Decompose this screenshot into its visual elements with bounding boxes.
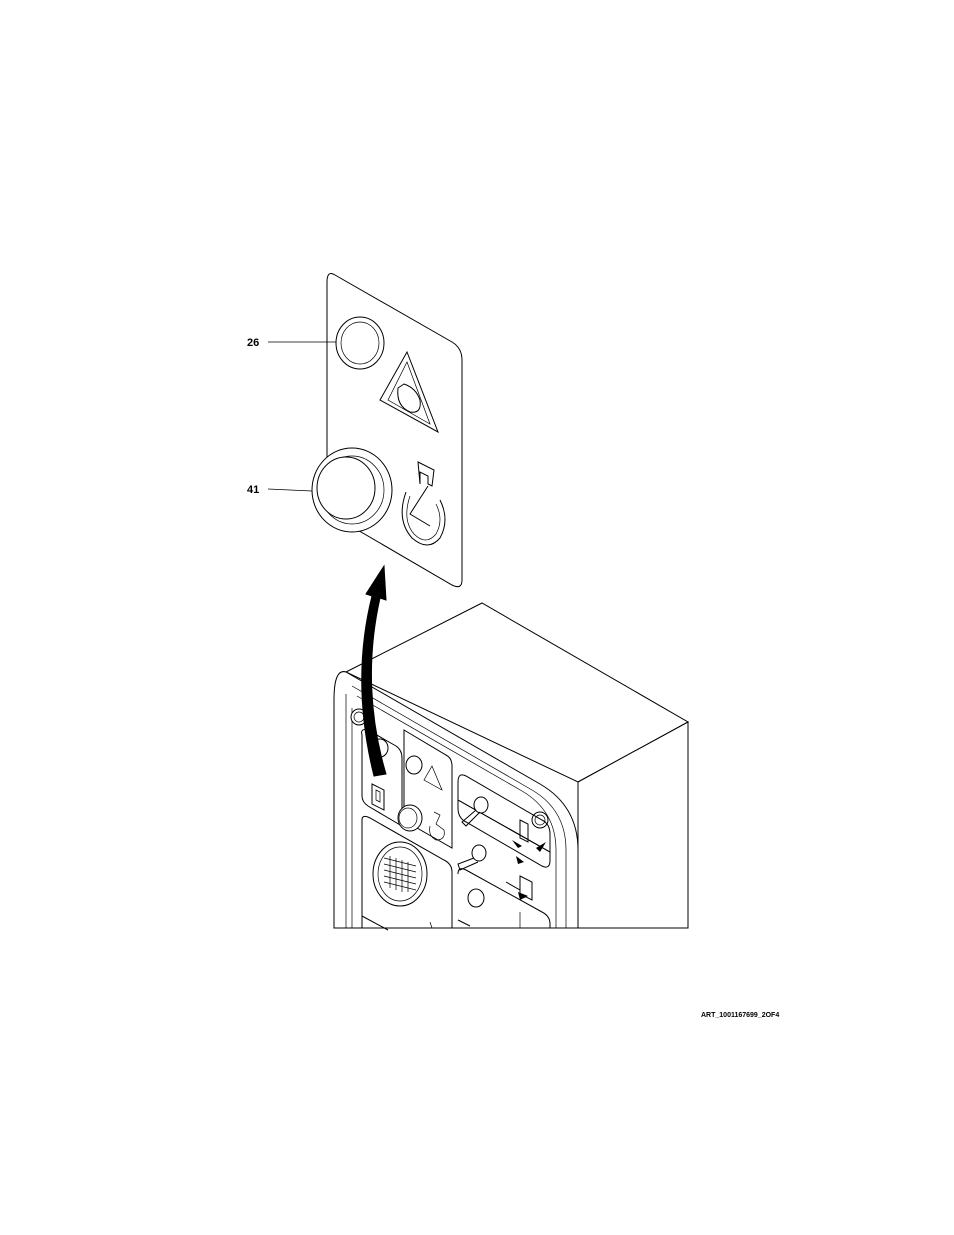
mini-button-41 xyxy=(398,805,422,831)
control-box xyxy=(334,603,688,930)
art-id-label: ART_1001167699_2OF4 xyxy=(701,1012,779,1019)
battery-gauge-icon xyxy=(373,842,427,906)
leader-line-41 xyxy=(268,489,312,491)
indicator-light-right xyxy=(468,889,484,907)
callout-label-41: 41 xyxy=(247,484,259,496)
screw-right xyxy=(532,812,548,828)
button-41 xyxy=(312,448,392,532)
callout-label-26: 26 xyxy=(247,337,259,349)
control-decal xyxy=(268,274,462,587)
button-26 xyxy=(336,317,384,369)
mini-button-26 xyxy=(406,756,422,774)
